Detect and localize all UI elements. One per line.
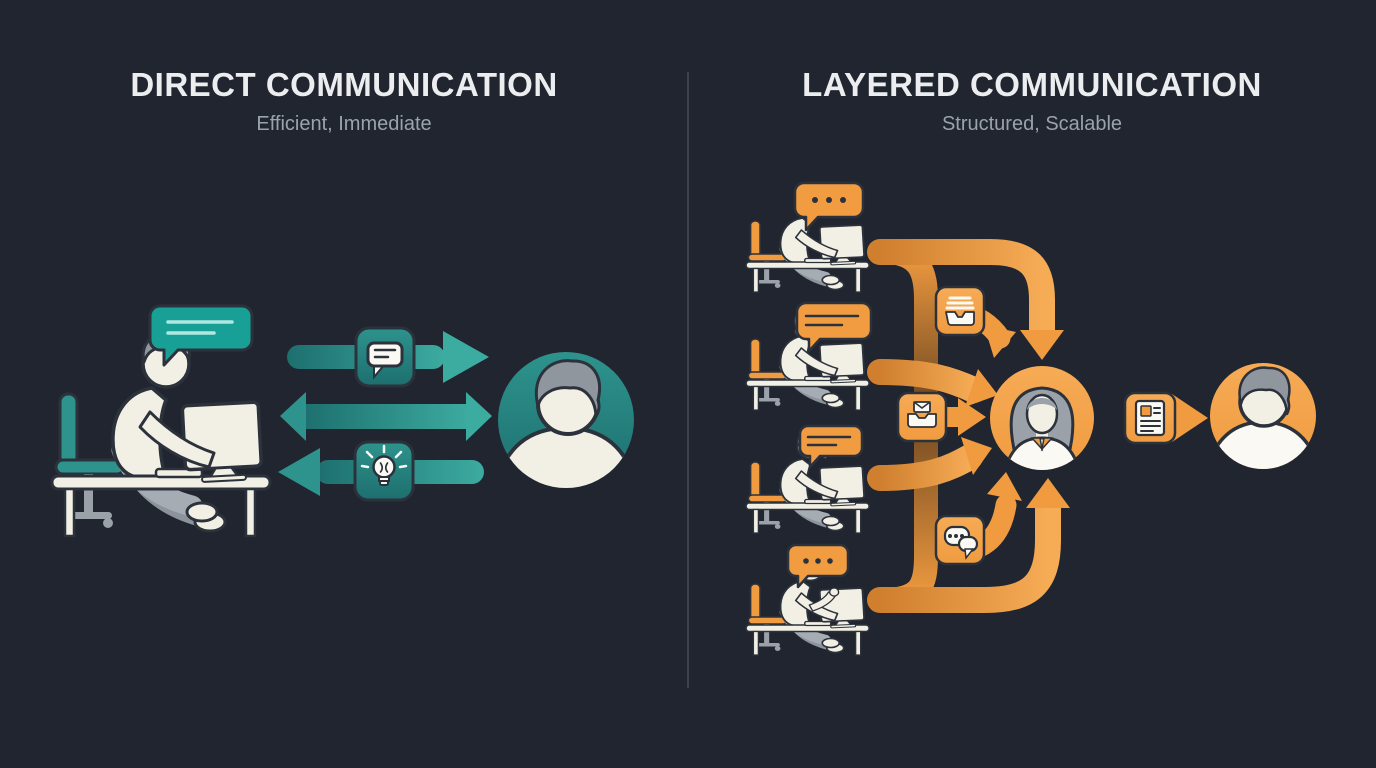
direct-panel-header: DIRECT COMMUNICATION Efficient, Immediat… [0,66,688,136]
message-bubble-icon-2 [795,301,873,353]
chat-bubbles-icon [934,514,986,566]
document-icon [1123,391,1177,445]
lightbulb-icon [353,440,415,502]
panel-divider [687,72,689,688]
direct-worker [52,335,270,536]
direct-scene [52,304,634,536]
layered-subtitle: Structured, Scalable [941,113,1123,135]
layered-worker-4 [746,554,869,655]
mail-tray-icon [896,391,948,443]
arrow-from-worker-3 [867,437,992,491]
arrow-from-worker-2 [867,359,998,407]
direct-subtitle: Efficient, Immediate [256,113,432,135]
direct-title: DIRECT COMMUNICATION [130,66,558,103]
layered-panel-header: LAYERED COMMUNICATION Structured, Scalab… [688,66,1376,136]
typing-bubble-icon-4 [786,543,850,589]
speech-bubble-icon [148,304,254,367]
manager-avatar [990,366,1094,470]
layered-title: LAYERED COMMUNICATION [802,66,1262,103]
typing-bubble-icon-1 [793,181,865,232]
layered-scene [746,181,1316,655]
direct-recipient-avatar [498,352,634,488]
arrow-two-way [280,392,492,441]
arrow-from-mail-tray [946,398,986,436]
inbox-tray-icon [934,285,986,337]
arrow-from-worker-4 [867,478,1070,613]
layered-recipient-avatar [1210,363,1316,469]
message-bubble-icon-3 [798,424,864,469]
chat-message-icon [354,326,416,388]
